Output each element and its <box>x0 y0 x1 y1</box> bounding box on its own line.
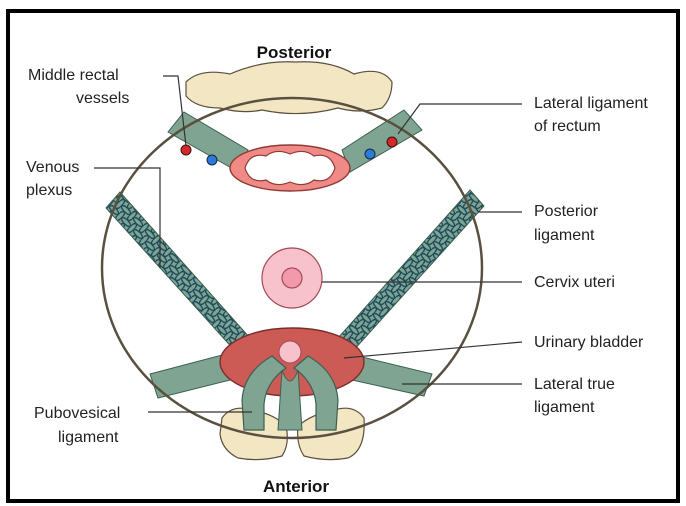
label-lateral-ligament-of-rectum-line2: of rectum <box>534 118 601 135</box>
sacrum-bone <box>186 62 392 114</box>
posterior-ligament-right <box>338 190 484 352</box>
label-middle-rectal-vessels-line2: vessels <box>76 90 129 107</box>
label-pubovesical-ligament-line2: ligament <box>58 429 119 446</box>
orientation-posterior: Posterior <box>257 43 332 62</box>
label-lateral-ligament-of-rectum-line1: Lateral ligament <box>534 95 648 112</box>
label-posterior-ligament-line2: ligament <box>534 227 595 244</box>
posterior-ligament-left <box>106 192 250 352</box>
middle-rectal-artery-right <box>387 137 397 147</box>
label-cervix-uteri: Cervix uteri <box>534 274 615 291</box>
label-urinary-bladder: Urinary bladder <box>534 334 644 351</box>
label-venous-plexus-line2: plexus <box>26 182 72 199</box>
label-venous-plexus-line1: Venous <box>26 159 79 176</box>
middle-rectal-vein-left <box>207 155 217 165</box>
rectum-lumen <box>245 151 335 184</box>
label-pubovesical-ligament-line1: Pubovesical <box>34 405 120 422</box>
urethra <box>279 341 301 363</box>
middle-rectal-artery-left <box>181 145 191 155</box>
cervical-os <box>282 268 302 288</box>
label-lateral-true-ligament-line2: ligament <box>534 399 595 416</box>
label-posterior-ligament-line1: Posterior <box>534 203 599 220</box>
middle-rectal-vein-right <box>365 149 375 159</box>
label-middle-rectal-vessels-line1: Middle rectal <box>28 67 119 84</box>
label-lateral-true-ligament-line1: Lateral true <box>534 376 615 393</box>
leader-urinary-bladder <box>344 342 522 358</box>
orientation-anterior: Anterior <box>263 477 330 496</box>
